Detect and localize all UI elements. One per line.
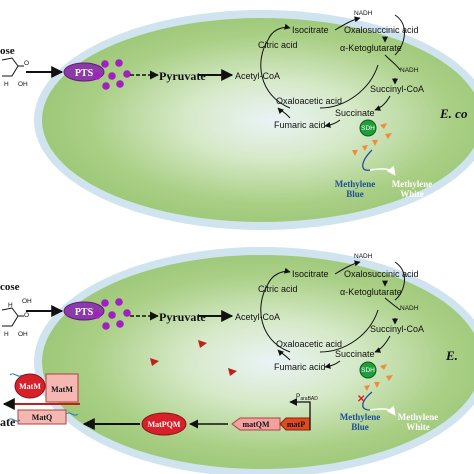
citric-acid-label: Citric acid	[258, 40, 298, 50]
matPQM-protein	[141, 412, 187, 436]
oxalosuccinic-label: Oxalosuccinic acid	[344, 25, 419, 35]
glucose-dots	[93, 59, 131, 90]
tca-cycle-arc	[260, 14, 405, 109]
ketoglutarate-label: α-Ketoglutarate	[340, 287, 402, 297]
substrate-label: cose	[0, 281, 20, 293]
pts-label: PTS	[75, 307, 94, 318]
fumaric-label: Fumaric acid	[274, 120, 326, 130]
svg-text:OH: OH	[22, 298, 32, 305]
mat-transporter: MatM MatM MatQ	[2, 373, 80, 425]
svg-text:O: O	[24, 60, 29, 67]
matM-inner-protein	[45, 373, 79, 403]
svg-text:H: H	[4, 81, 9, 88]
sdh-enzyme	[359, 361, 377, 379]
isocitrate-label: Isocitrate	[292, 25, 329, 35]
white-product-arrow	[369, 405, 396, 416]
white-product-arrow	[369, 165, 396, 176]
matM-outer-protein	[14, 373, 46, 399]
matQ-label: MatQ	[32, 413, 52, 422]
nadh-label-1: NADH	[354, 10, 373, 17]
matM-inner-label: MatM	[51, 385, 73, 394]
tca-cycle-arc	[260, 261, 405, 353]
blocked-blue-arrow	[362, 391, 373, 411]
cell-cytoplasm	[42, 18, 474, 222]
ketoglutarate-label: α-Ketoglutarate	[340, 43, 402, 53]
sdh-label: SDH	[361, 367, 375, 374]
panel-1: O H OH ose PTS Pyruvate Acetyl-CoA Citri…	[0, 10, 474, 230]
matQ-protein	[17, 409, 67, 425]
pyruvate-label: Pyruvate	[159, 69, 206, 83]
matPQM-label: MatPQM	[148, 420, 181, 429]
fumaric-label: Fumaric acid	[274, 362, 326, 372]
svg-text:OH: OH	[18, 81, 28, 88]
nadh-label-1: NADH	[354, 253, 373, 260]
sdh-label: SDH	[361, 125, 375, 132]
promoter-arrow	[289, 398, 311, 430]
block-cross-icon: ✕	[357, 394, 365, 405]
pts-label: PTS	[75, 68, 94, 79]
matQM-gene	[231, 417, 281, 431]
succinate-label: Succinate	[335, 108, 375, 118]
acetyl-coa-label: Acetyl-CoA	[235, 71, 280, 81]
citric-acid-label: Citric acid	[258, 284, 298, 294]
matQM-label: matQM	[242, 420, 270, 429]
electron-triangles	[352, 123, 392, 156]
electron-triangles	[364, 364, 393, 391]
matP-label: matP	[287, 420, 305, 429]
panel-2: H OH O H OH cose PTS Pyruvate Acetyl-CoA…	[0, 247, 474, 474]
glucose-structure	[1, 307, 24, 327]
nadh-label-2: NADH	[400, 305, 419, 312]
oxaloacetic-label: Oxaloacetic acid	[276, 339, 342, 349]
sdh-enzyme	[359, 119, 377, 137]
substrate-label: ose	[0, 45, 15, 57]
organism-label: E.	[445, 348, 458, 363]
pyruvate-label: Pyruvate	[159, 310, 206, 324]
acetyl-coa-label: Acetyl-CoA	[235, 312, 280, 322]
succinate-label: Succinate	[335, 349, 375, 359]
nadh-label-2: NADH	[400, 67, 419, 74]
glucose-dots	[93, 298, 131, 330]
svg-text:H: H	[4, 331, 9, 338]
oxaloacetic-label: Oxaloacetic acid	[276, 96, 342, 106]
oxalosuccinic-label: Oxalosuccinic acid	[344, 269, 419, 279]
blue-reduction-arrow	[362, 149, 373, 171]
succinyl-coa-label: Succinyl-CoA	[370, 324, 424, 334]
succinyl-coa-label: Succinyl-CoA	[370, 84, 424, 94]
matM-outer-label: MatM	[19, 382, 41, 391]
isocitrate-label: Isocitrate	[292, 269, 329, 279]
promoter-label: ParaBAD	[296, 393, 318, 402]
organism-label: E. co	[439, 106, 468, 121]
svg-text:OH: OH	[18, 331, 28, 338]
glucose-structure	[1, 57, 24, 77]
svg-text:O: O	[24, 312, 29, 319]
left-text: ate	[0, 415, 16, 429]
svg-text:H: H	[8, 302, 13, 309]
